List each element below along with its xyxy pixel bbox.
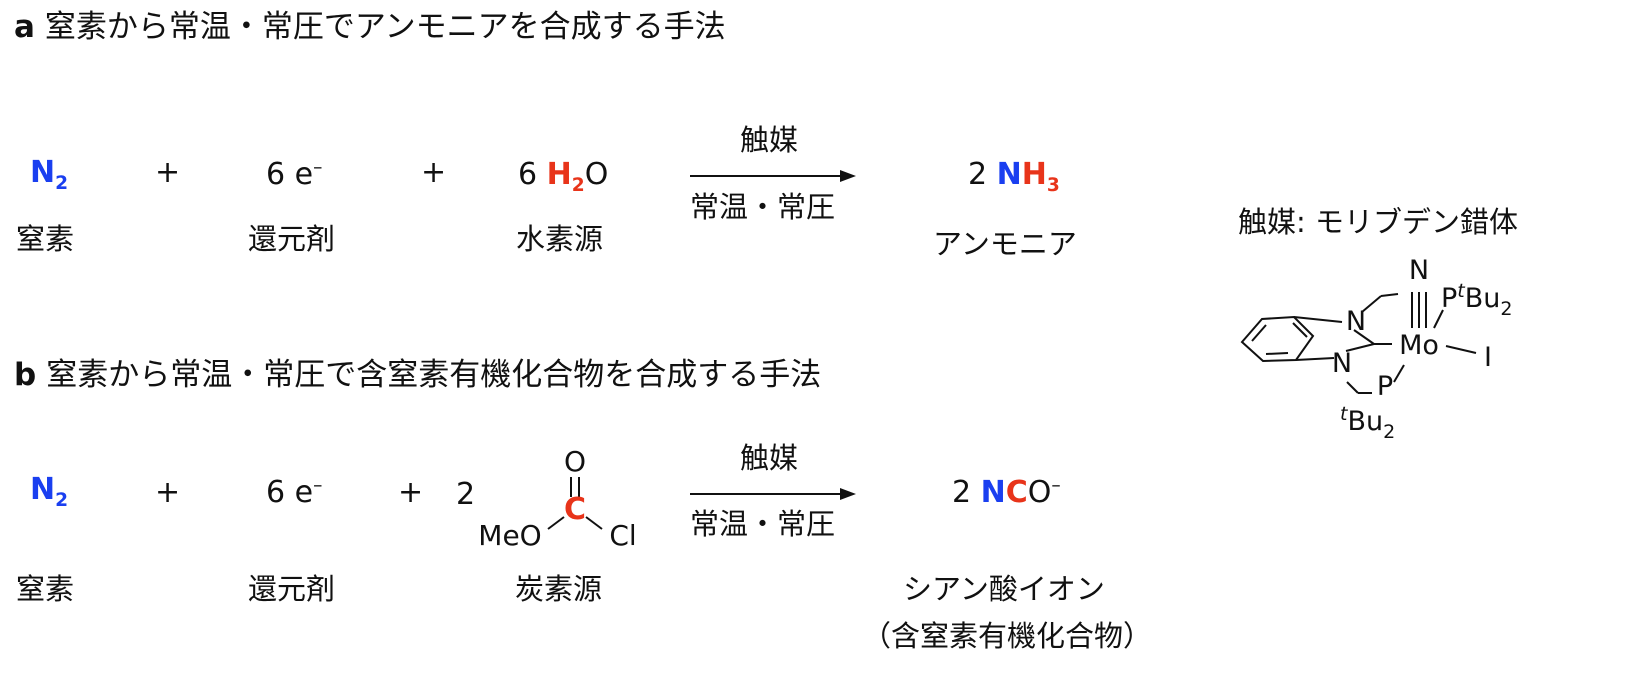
b-product: 2 NCO– bbox=[952, 475, 1061, 510]
a-electrons-sup: – bbox=[313, 157, 323, 178]
b-product-sup: – bbox=[1051, 475, 1061, 496]
a-electrons-text: 6 e bbox=[266, 157, 314, 192]
lower-tbu-sub: 2 bbox=[1383, 421, 1395, 443]
b-label-product-sub: （含窒素有機化合物） bbox=[862, 619, 1153, 653]
b-arrow-above: 触媒 bbox=[740, 441, 799, 475]
lower-n-atom: N bbox=[1332, 348, 1352, 379]
a-water-coef: 6 bbox=[518, 157, 547, 192]
b-chloroformate-coef: 2 bbox=[456, 477, 476, 512]
a-product-n: N bbox=[996, 157, 1022, 192]
carbonyl-oxygen-atom: O bbox=[564, 445, 586, 478]
lower-tbu-bu: Bu bbox=[1347, 406, 1383, 437]
a-plus-2: + bbox=[421, 155, 447, 190]
b-product-c: C bbox=[1005, 475, 1028, 510]
b-label-csource: 炭素源 bbox=[515, 572, 603, 606]
molybdenum-atom: Mo bbox=[1399, 330, 1439, 361]
carbonyl-carbon-atom: C bbox=[564, 492, 586, 527]
a-product-coef: 2 bbox=[968, 157, 997, 192]
nitride-atom: N bbox=[1409, 255, 1429, 286]
b-reactant-n2: N2 bbox=[30, 472, 68, 510]
section-b-title: 窒素から常温・常圧で含窒素有機化合物を合成する手法 bbox=[46, 357, 822, 393]
b-electrons-text: 6 e bbox=[266, 475, 314, 510]
a-plus-1: + bbox=[155, 155, 181, 190]
catalyst-title: 触媒: モリブデン錯体 bbox=[1238, 205, 1518, 239]
a-water-h-sub: 2 bbox=[571, 175, 585, 196]
a-n2-sub: 2 bbox=[55, 173, 69, 194]
a-label-n2: 窒素 bbox=[16, 222, 75, 256]
a-label-hsource: 水素源 bbox=[516, 222, 604, 256]
a-label-reductant: 還元剤 bbox=[248, 222, 336, 256]
upper-tbu-sub: 2 bbox=[1500, 298, 1512, 320]
a-reactant-n2: N2 bbox=[30, 155, 68, 193]
section-a-title: 窒素から常温・常圧でアンモニアを合成する手法 bbox=[44, 9, 726, 45]
a-electrons: 6 e– bbox=[266, 157, 323, 192]
b-label-n2: 窒素 bbox=[16, 572, 75, 606]
a-product-h: H bbox=[1021, 157, 1047, 192]
a-arrow-below: 常温・常圧 bbox=[690, 190, 836, 224]
section-b-letter: b bbox=[14, 357, 37, 393]
b-product-n: N bbox=[980, 475, 1006, 510]
a-product-h-sub: 3 bbox=[1046, 175, 1060, 196]
a-label-product: アンモニア bbox=[933, 227, 1077, 261]
upper-n-atom: N bbox=[1346, 306, 1366, 337]
methyl-chloroformate-structure: O C MeO Cl bbox=[478, 445, 636, 552]
section-a-letter: a bbox=[14, 9, 35, 45]
b-plus-1: + bbox=[155, 475, 181, 510]
b-product-coef: 2 bbox=[952, 475, 981, 510]
b-product-o: O bbox=[1027, 475, 1052, 510]
molybdenum-complex-structure: N PtBu2 N N Mo I P tBu2 bbox=[1240, 255, 1512, 443]
b-electrons: 6 e– bbox=[266, 475, 323, 510]
a-reaction-arrow bbox=[690, 170, 856, 182]
lower-tbu-group: tBu2 bbox=[1340, 403, 1395, 443]
methoxy-group: MeO bbox=[478, 519, 541, 552]
upper-p-atom: P bbox=[1441, 283, 1457, 314]
a-water: 6 H2O bbox=[518, 157, 609, 195]
upper-phosphine: PtBu2 bbox=[1441, 280, 1512, 320]
a-water-h: H bbox=[546, 157, 572, 192]
b-label-reductant: 還元剤 bbox=[248, 572, 336, 606]
iodine-atom: I bbox=[1484, 342, 1492, 373]
b-reaction-arrow bbox=[690, 488, 856, 500]
a-n2-symbol: N bbox=[30, 155, 56, 190]
lower-p-atom: P bbox=[1377, 371, 1393, 402]
chlorine-atom: Cl bbox=[609, 519, 636, 552]
a-water-o: O bbox=[584, 157, 609, 192]
a-arrow-above: 触媒 bbox=[740, 123, 799, 157]
upper-tbu-t: t bbox=[1457, 280, 1466, 302]
upper-tbu-bu: Bu bbox=[1465, 283, 1501, 314]
b-label-product: シアン酸イオン bbox=[903, 572, 1105, 606]
b-arrow-below: 常温・常圧 bbox=[690, 507, 836, 541]
b-n2-sub: 2 bbox=[55, 490, 69, 511]
a-product: 2 NH3 bbox=[968, 157, 1060, 195]
b-plus-2: + bbox=[398, 475, 424, 510]
b-n2-symbol: N bbox=[30, 472, 56, 507]
lower-tbu-t: t bbox=[1340, 403, 1349, 425]
b-electrons-sup: – bbox=[313, 475, 323, 496]
